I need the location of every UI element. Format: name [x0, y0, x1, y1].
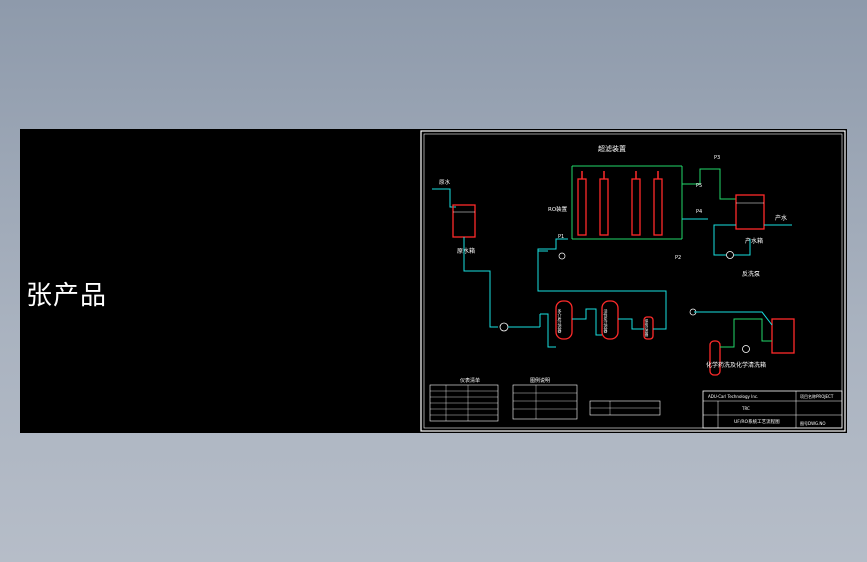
high-pressure-pump	[558, 252, 566, 260]
title-ultrafiltration: 超滤装置	[598, 144, 626, 153]
process-flow-diagram: 超滤装置 原水 原水箱 多介质过滤器 活性炭过滤器 保安过滤器 P1 RO装置	[420, 130, 846, 432]
title-block	[702, 390, 843, 429]
chem-pump	[742, 345, 750, 353]
title-block-drawing-title: UF/RO系统工艺流程图	[734, 418, 780, 425]
membrane-vessel-4	[653, 178, 663, 236]
label-backwash-pump: 反洗泵	[742, 270, 760, 278]
title-block-drawing-no: 图号DWG.NO	[800, 420, 826, 426]
drawing-frame-outer	[420, 130, 846, 432]
label-filter-2: 活性炭过滤器	[604, 308, 609, 334]
raw-water-pump	[499, 322, 509, 332]
title-block-company: ADU-Carl Technology Inc.	[708, 394, 758, 399]
legend-table	[512, 384, 578, 420]
carbon-filter-vessel	[601, 300, 619, 340]
product-label: 张产品	[26, 281, 108, 311]
title-block-code: TRC	[741, 406, 750, 411]
title-block-project: 项目名称PROJECT	[800, 393, 834, 399]
chem-cleaning-tank	[771, 318, 795, 354]
membrane-vessel-1	[577, 178, 587, 236]
tag-p5: P5	[696, 183, 702, 189]
tag-p4: P4	[696, 209, 702, 215]
raw-water-tank	[452, 204, 476, 238]
membrane-vessel-3	[631, 178, 641, 236]
cartridge-filter-vessel	[643, 316, 654, 340]
backwash-pump	[726, 251, 734, 259]
cad-viewport[interactable]: 张产品 超滤装置 原水 原水箱 多介质过滤器 活性炭过滤器 保安过滤器	[20, 129, 847, 433]
label-raw-water: 原水	[439, 178, 451, 186]
tag-p2: P2	[675, 255, 681, 261]
table-title-left: 仪表清单	[460, 377, 480, 384]
label-product-water: 产水	[775, 214, 787, 222]
label-ro-device: RO装置	[548, 205, 568, 213]
membrane-vessel-2	[599, 178, 609, 236]
label-filter-1: 多介质过滤器	[558, 308, 563, 334]
product-water-tank	[735, 194, 765, 230]
label-filter-3: 保安过滤器	[644, 318, 649, 337]
multimedia-filter-vessel	[555, 300, 573, 340]
label-product-tank: 产水箱	[745, 237, 763, 245]
label-raw-tank: 原水箱	[457, 247, 475, 255]
table-title-middle: 图例说明	[530, 377, 550, 384]
drawing-frame-inner	[423, 133, 843, 429]
tag-p1: P1	[558, 234, 564, 240]
chem-cleaning-filter	[709, 340, 721, 376]
tag-p3: P3	[714, 155, 720, 161]
label-chem-line: 化学药洗及化学清洗箱	[706, 361, 766, 369]
